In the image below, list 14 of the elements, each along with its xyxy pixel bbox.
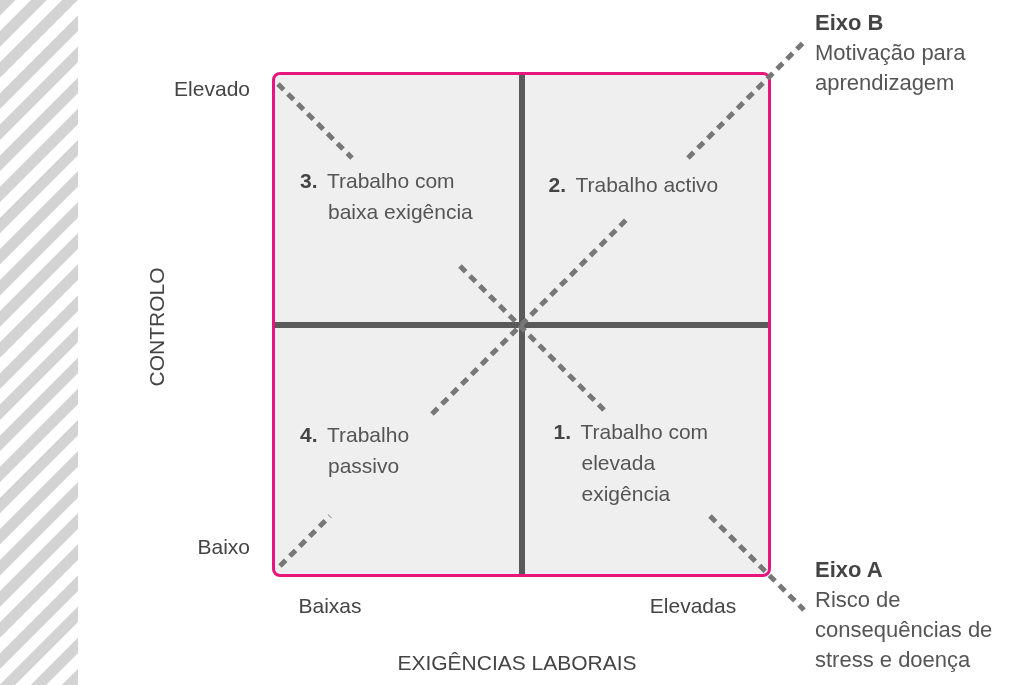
axis-description: Risco de consequências de stress e doença (815, 586, 994, 674)
axis-title: Eixo B (815, 9, 884, 37)
axis-title: CONTROLO (144, 267, 169, 387)
axis-title: Eixo A (815, 556, 883, 584)
axis-value-label: Elevado (174, 76, 250, 102)
axis-value-label: Baixo (197, 534, 250, 560)
axis-value-label: Baixas (298, 593, 362, 619)
axis-title: EXIGÊNCIAS LABORAIS (397, 650, 637, 676)
quadrant-label: 4. Trabalho passivo (300, 421, 411, 479)
quadrant-label: 3. Trabalho com baixa exigência (300, 168, 474, 225)
quadrant-label: 1. Trabalho com elevada exigência (553, 418, 710, 507)
quadrant-label: 2. Trabalho activo (548, 172, 720, 198)
axis-value-label: Elevadas (649, 593, 737, 619)
axis-description: Motivação para aprendizagem (815, 39, 967, 97)
